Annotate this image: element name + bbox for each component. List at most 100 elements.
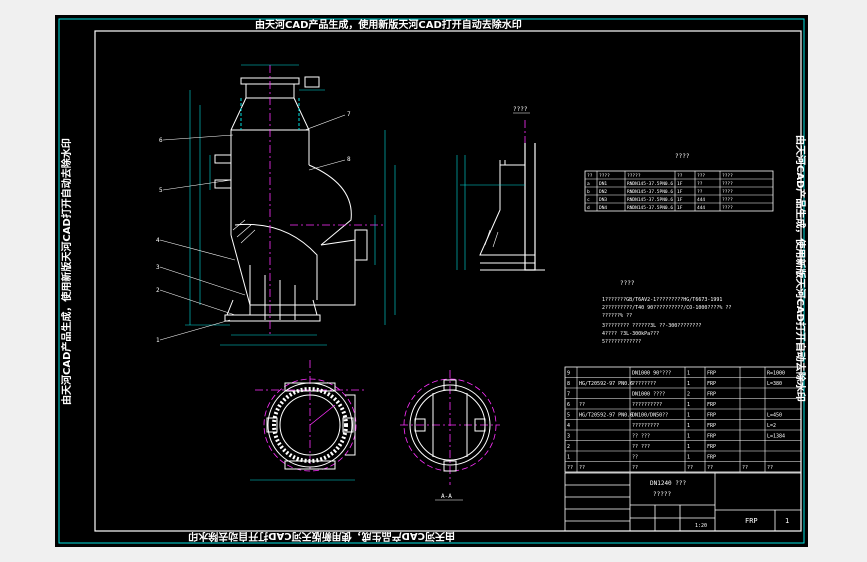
dimension-lines	[185, 64, 396, 346]
note-line-5: 4???? ?3L-300kPa???	[602, 331, 659, 337]
nozzle-cell: a	[587, 182, 590, 187]
leader-number-2: 2	[156, 287, 160, 294]
nozzle-cell: DN2	[599, 189, 607, 195]
drawing-canvas: 由天河CAD产品生成，使用新版天河CAD打开自动去除水印 由天河CAD产品生成，…	[58, 18, 807, 544]
leader-number-6: 6	[159, 137, 163, 144]
elbow	[234, 164, 352, 300]
nozzle-header-cell: ?????	[627, 173, 641, 179]
parts-cell: FRP	[707, 423, 716, 429]
parts-cell: ????????	[632, 381, 656, 387]
nozzle-cell: 444	[697, 197, 705, 203]
parts-cell: L=2	[767, 423, 776, 429]
parts-cell: 5	[567, 413, 570, 419]
outer-frame	[58, 18, 805, 544]
nozzle-header-cell: ????	[599, 173, 610, 179]
nozzle-cell: 1F	[677, 205, 683, 211]
leader-number-1: 1	[156, 337, 160, 344]
nozzle-cell: DN3	[599, 197, 607, 203]
nozzle-cell: ????	[722, 205, 733, 211]
parts-cell: L=380	[767, 381, 782, 387]
title-block	[564, 472, 802, 532]
parts-header-cell: ??	[687, 465, 693, 471]
watermark-left: 由天河CAD产品生成，使用新版天河CAD打开自动去除水印	[60, 138, 73, 405]
parts-cell: FRP	[707, 455, 716, 461]
nozzle-cell: b	[587, 189, 590, 195]
parts-cell: FRP	[707, 371, 716, 377]
parts-cell: ?????????	[632, 423, 659, 429]
leader-number-5: 5	[159, 187, 163, 194]
parts-cell: L=1384	[767, 434, 785, 440]
nozzle-header-cell: ???	[697, 173, 705, 179]
nozzle-cell: ??	[697, 181, 703, 187]
detail-bracket	[479, 164, 526, 256]
parts-cell: 6	[567, 402, 570, 408]
leader-number-3: 3	[156, 264, 160, 271]
base-plate	[224, 314, 321, 322]
nozzle-cell: 444	[697, 205, 705, 211]
title-material: FRP	[745, 517, 758, 525]
parts-cell: 1	[687, 455, 690, 461]
note-line-1: 1???????GB/T6AV2-1?????????HG/T6673-1991	[602, 297, 722, 303]
parts-cell: 2	[687, 392, 690, 398]
note-line-2: 2?????????/T40 90??????????/CO-1000????%…	[602, 305, 731, 311]
parts-cell: 3	[567, 434, 570, 440]
watermark-bottom: 由天河CAD产品生成，使用新版天河CAD打开自动去除水印	[188, 530, 455, 543]
drawing-name: DN1240 ???	[650, 480, 687, 487]
parts-cell: 1	[687, 371, 690, 377]
leader-numbers: 1 2 3 4 5 6 7 8	[156, 111, 351, 344]
leader-number-4: 4	[156, 237, 160, 244]
technical-notes: ???? 1???????GB/T6AV2-1?????????HG/T6673…	[602, 280, 731, 345]
nozzle-table-frame	[584, 170, 774, 212]
parts-cell: R=1000	[767, 371, 785, 377]
parts-cell: ??	[579, 402, 585, 408]
detail-label: ????	[513, 106, 528, 113]
parts-cell: FRP	[707, 413, 716, 419]
parts-cell: FRP	[707, 381, 716, 387]
nozzle-header-cell: ??	[587, 173, 593, 179]
nozzle-table-title: ????	[675, 153, 690, 160]
parts-cell: 1	[567, 455, 570, 461]
parts-header-cell: ??	[632, 465, 638, 471]
parts-header-cell: ??	[742, 465, 748, 471]
nozzle-cell: d	[587, 205, 590, 211]
section-ring	[409, 384, 491, 466]
nozzle-cell: ??	[697, 189, 703, 195]
nozzle-cell: ????	[722, 189, 733, 195]
parts-cell: FRP	[707, 392, 716, 398]
nozzle-cell: DN1	[599, 181, 607, 187]
parts-cell: 1	[687, 434, 690, 440]
nozzle-cell: 1F	[677, 197, 683, 203]
parts-cell: 7	[567, 392, 570, 398]
nozzle-cell: c	[587, 198, 590, 203]
nozzle-cell: ????	[722, 197, 733, 203]
parts-cell: HG/T20592-97 PN0.6	[579, 413, 633, 419]
watermark-top: 由天河CAD产品生成，使用新版天河CAD打开自动去除水印	[255, 18, 522, 31]
parts-header-cell: ??	[707, 465, 713, 471]
drawing-subtitle: ?????	[653, 491, 671, 498]
nozzle-cell: RNDN145-37.5PN0.6	[627, 205, 673, 211]
leader-number-8: 8	[347, 156, 351, 163]
leader-lines	[159, 114, 346, 341]
plan-view	[250, 378, 357, 481]
nozzle-cell: 1F	[677, 189, 683, 195]
nozzle-cell: DN4	[599, 205, 607, 211]
parts-header-cell: ??	[567, 465, 573, 471]
parts-cell: 1	[687, 423, 690, 429]
elevation-view	[214, 76, 368, 322]
parts-cell: DN100/DN50??	[632, 413, 668, 419]
nozzle-cell: RNDN145-37.5PN0.6	[627, 181, 673, 187]
note-line-3: ??????% ??	[602, 313, 632, 319]
parts-cell: 8	[567, 381, 570, 387]
nozzle-header-cell: ????	[722, 173, 733, 179]
parts-cell: 1	[687, 402, 690, 408]
parts-cell: DN1000 90°???	[632, 371, 671, 377]
nozzle-cell: RNDN145-37.5PN0.6	[627, 189, 673, 195]
parts-cell: L=450	[767, 413, 782, 419]
scale-value: 1:20	[695, 523, 707, 529]
parts-cell: 1	[687, 413, 690, 419]
leader-number-7: 7	[347, 111, 351, 118]
note-line-4: 3???????? ??????3L ??-300????????	[602, 323, 701, 329]
